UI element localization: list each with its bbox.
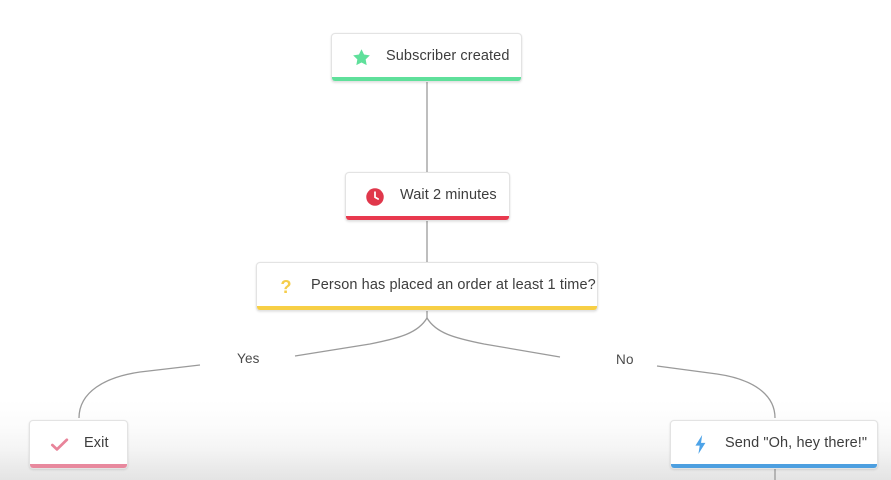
node-label: Wait 2 minutes <box>400 187 497 204</box>
branch-label-yes: Yes <box>228 352 269 366</box>
lightning-bolt-icon <box>689 434 711 456</box>
clock-icon <box>364 186 386 208</box>
node-subscriber-created[interactable]: Subscriber created <box>331 33 522 82</box>
edge-yes-branch <box>294 317 428 357</box>
node-send-message[interactable]: Send "Oh, hey there!" <box>670 420 878 469</box>
node-accent-bar <box>346 216 509 220</box>
node-wait[interactable]: Wait 2 minutes <box>345 172 510 221</box>
star-icon <box>350 47 372 69</box>
node-accent-bar <box>332 77 521 81</box>
node-accent-bar <box>30 464 127 468</box>
branch-label-no: No <box>607 353 643 367</box>
svg-text:?: ? <box>280 276 291 297</box>
node-label: Person has placed an order at least 1 ti… <box>311 277 596 294</box>
edge-yes-branch-tail <box>78 364 201 419</box>
node-exit[interactable]: Exit <box>29 420 128 469</box>
check-icon <box>48 434 70 456</box>
edge-no-branch <box>426 317 561 358</box>
node-label: Send "Oh, hey there!" <box>725 435 868 452</box>
node-accent-bar <box>671 464 877 468</box>
node-accent-bar <box>257 306 597 310</box>
question-mark-icon: ? <box>275 276 297 298</box>
edge-no-branch-tail <box>656 365 776 419</box>
node-condition[interactable]: ? Person has placed an order at least 1 … <box>256 262 598 311</box>
node-label: Exit <box>84 435 109 452</box>
node-label: Subscriber created <box>386 48 510 65</box>
